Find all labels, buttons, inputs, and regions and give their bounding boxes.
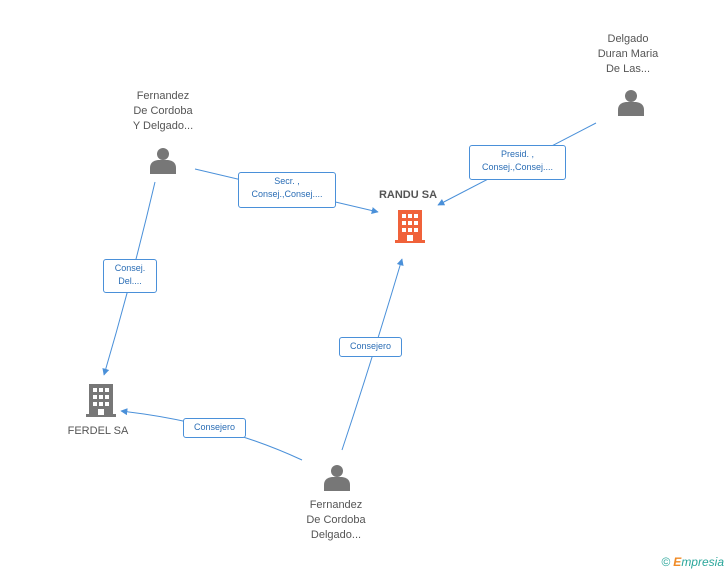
- edge-label-line: Secr. ,: [274, 176, 300, 186]
- edge-label-p2-randu[interactable]: Presid. , Consej.,Consej....: [469, 145, 566, 180]
- edge-label-p3-randu[interactable]: Consejero: [339, 337, 402, 357]
- edge-label-line: Consej.: [114, 263, 146, 273]
- building-icon[interactable]: [395, 210, 425, 243]
- edge-label-p3-ferdel[interactable]: Consejero: [183, 418, 246, 438]
- edge-label-line: Presid. ,: [500, 149, 534, 159]
- node-label-randu-sa[interactable]: RANDU SA: [378, 189, 438, 201]
- edge-label-line: Consej.,Consej....: [251, 189, 323, 199]
- brand-logo: ©Empresia: [661, 555, 724, 569]
- brand-initial: E: [673, 555, 682, 569]
- edge-p3-randu: [341, 258, 404, 451]
- edge-label-line: Consejero: [193, 422, 236, 432]
- copyright-icon: ©: [661, 555, 671, 569]
- person-icon[interactable]: [324, 465, 350, 491]
- node-label-fernandez-delgado[interactable]: Fernandez De Cordoba Delgado...: [306, 499, 366, 541]
- edge-label-line: Consejero: [349, 341, 392, 351]
- node-label-delgado-duran[interactable]: Delgado Duran Maria De Las...: [597, 33, 659, 75]
- person-icon[interactable]: [150, 148, 176, 174]
- brand-name: mpresia: [681, 555, 724, 569]
- edge-label-p1-randu[interactable]: Secr. , Consej.,Consej....: [238, 172, 336, 208]
- edge-label-p1-ferdel[interactable]: Consej. Del....: [103, 259, 157, 293]
- node-label-fernandez-y-delgado[interactable]: Fernandez De Cordoba Y Delgado...: [132, 90, 194, 132]
- building-icon[interactable]: [86, 384, 116, 417]
- edge-label-line: Del....: [118, 276, 142, 286]
- edge-label-line: Consej.,Consej....: [481, 162, 554, 172]
- node-label-ferdel-sa[interactable]: FERDEL SA: [67, 425, 129, 437]
- person-icon[interactable]: [618, 90, 644, 116]
